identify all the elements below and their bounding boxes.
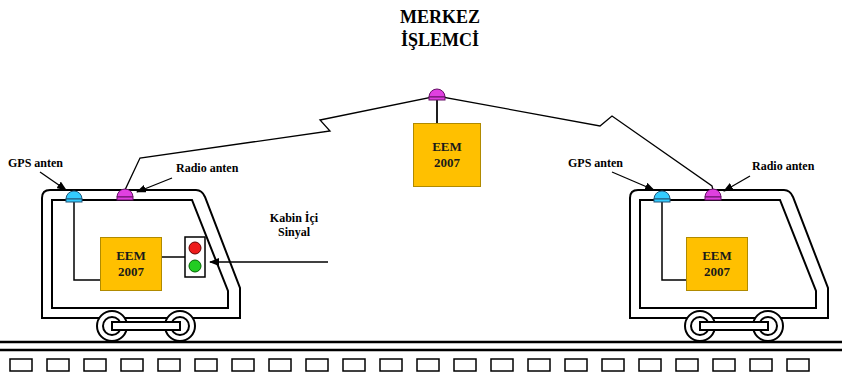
- processor-box: EEM 2007: [686, 237, 748, 291]
- callout-label: GPS anten: [8, 156, 63, 170]
- radio-antenna: [705, 189, 721, 200]
- rail-track: [0, 342, 842, 371]
- callout-label: Kabin İçi Sinyal: [256, 211, 332, 239]
- callout-label: Radio anten: [176, 161, 238, 175]
- processor-box: EEM 2007: [413, 123, 481, 187]
- locomotive-left: [42, 190, 240, 341]
- gps-antenna: [654, 191, 670, 202]
- radio-antenna: [117, 189, 133, 200]
- unit-label: EEM 2007: [696, 248, 738, 280]
- gps-antenna: [66, 191, 82, 202]
- unit-label: EEM 2007: [426, 139, 468, 171]
- radio-antenna: [429, 89, 445, 100]
- cabin-signal: [185, 237, 205, 277]
- processor-box: EEM 2007: [100, 237, 162, 291]
- callout-label: Radio anten: [752, 159, 814, 173]
- locomotive-right: [630, 190, 828, 341]
- callout-label: GPS anten: [568, 156, 623, 170]
- unit-label: EEM 2007: [110, 248, 152, 280]
- diagram-title: MERKEZ İŞLEMCİ: [392, 6, 488, 52]
